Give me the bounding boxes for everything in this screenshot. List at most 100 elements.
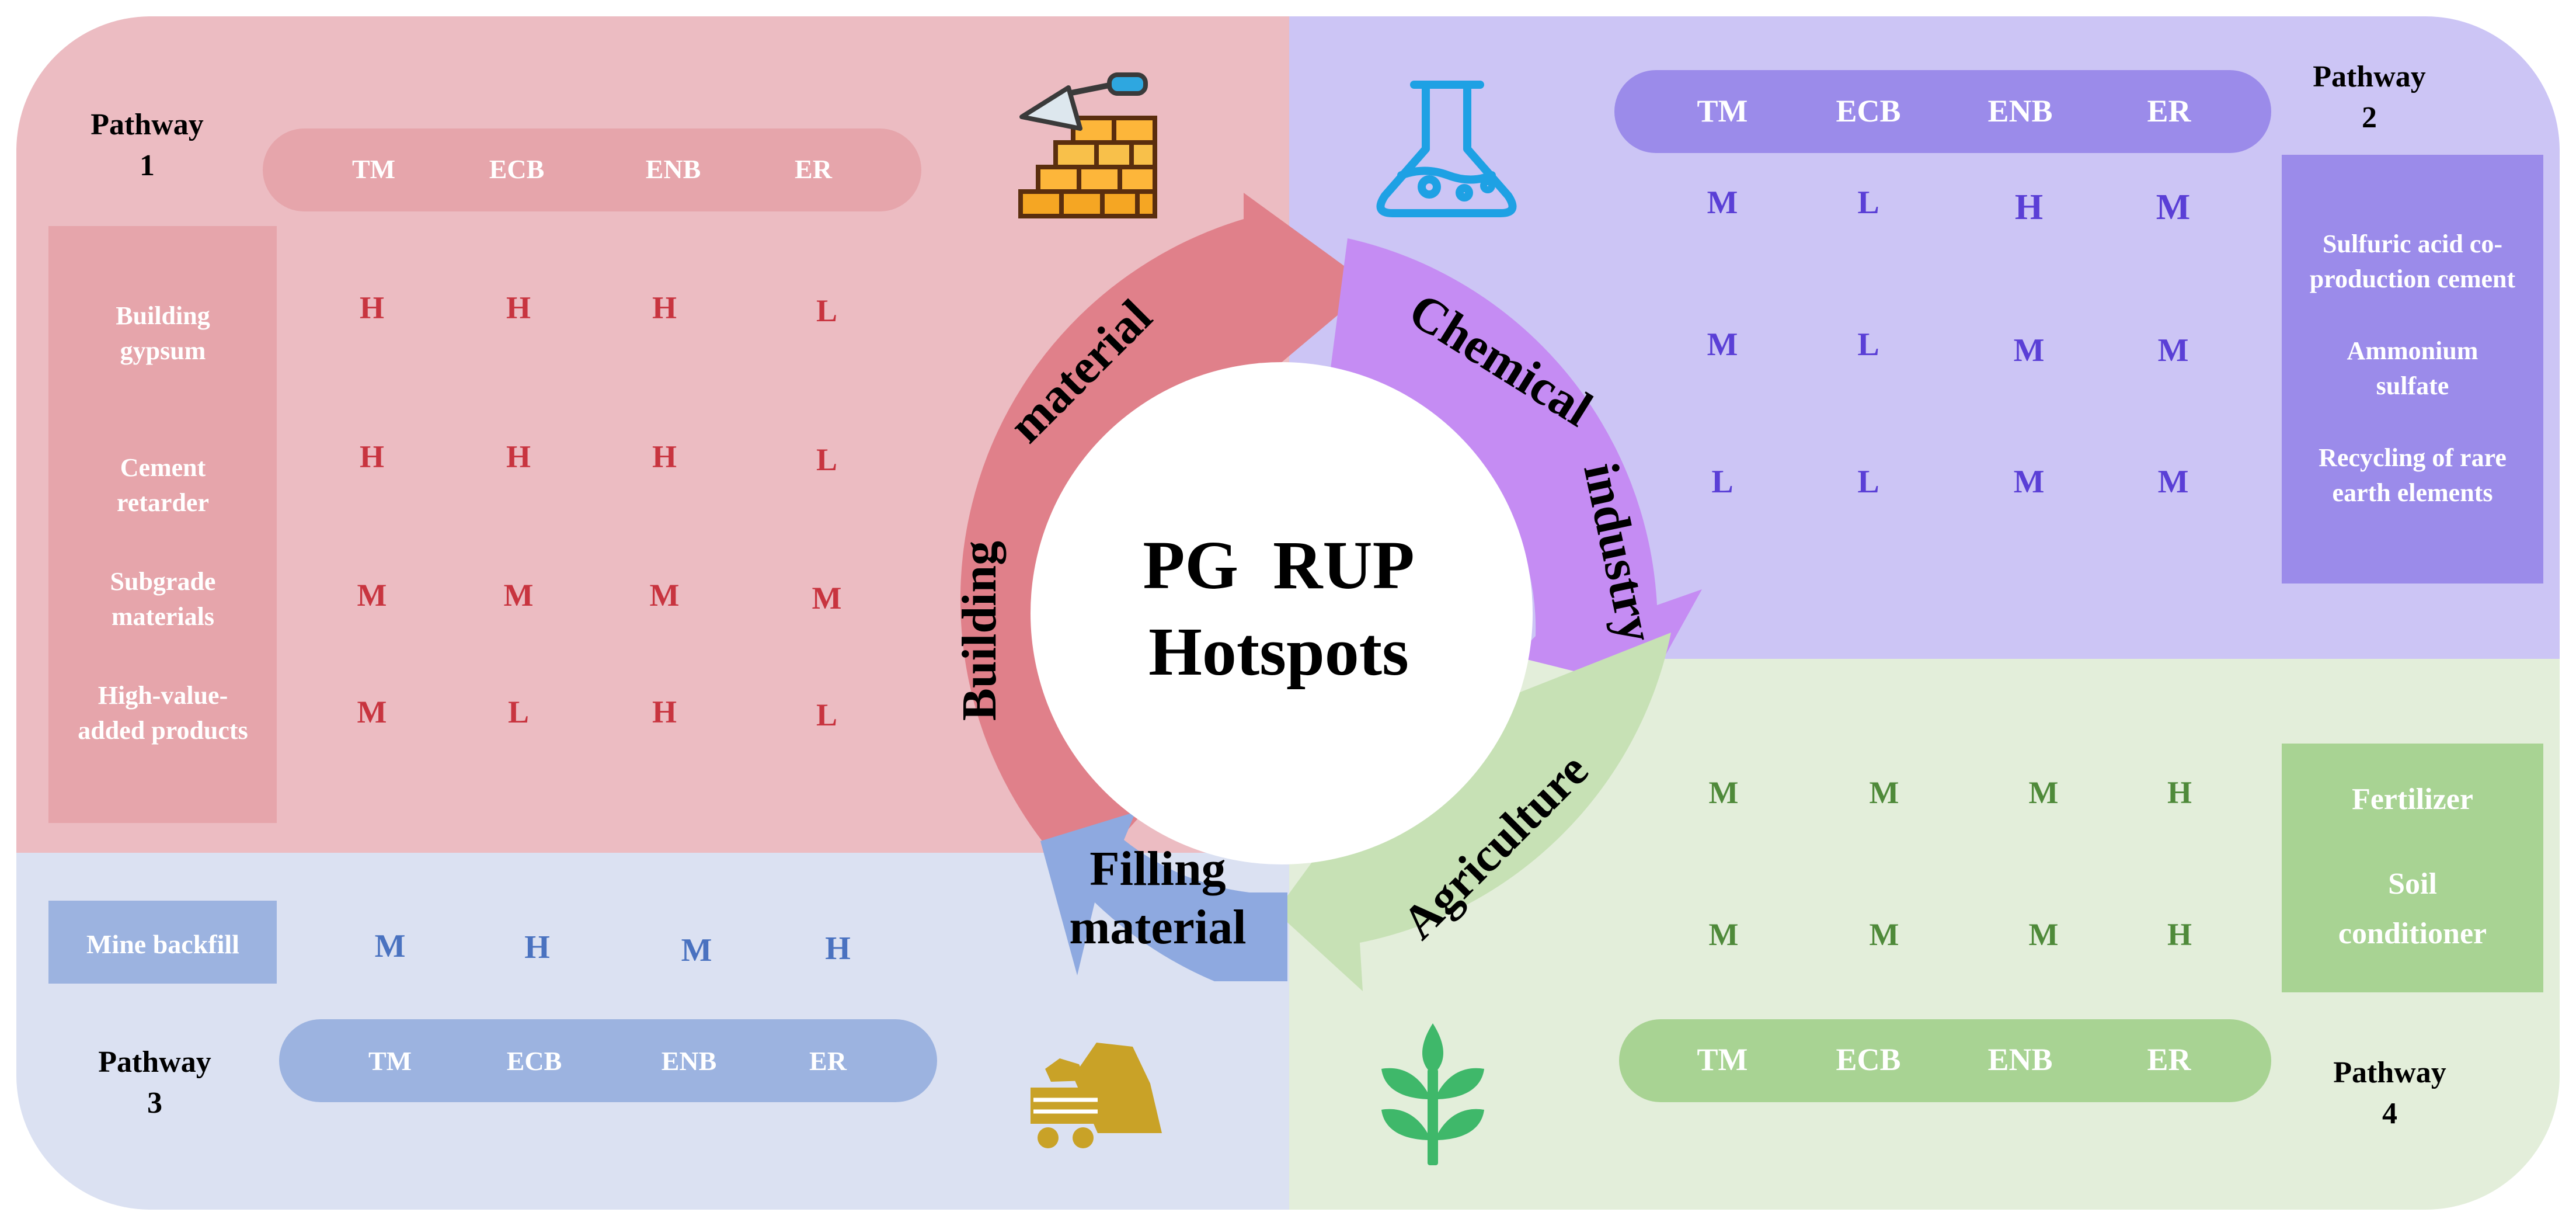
center-circle	[1031, 362, 1533, 864]
pathway-1-panel: Pathway 1 TM ECB ENB ER Building gypsum …	[48, 72, 1157, 823]
arrow-filling-material	[1040, 812, 1287, 981]
p4-metric-er: ER	[2147, 1042, 2191, 1077]
p1-r3-enb: M	[650, 578, 680, 613]
mining-cart-icon	[1031, 1043, 1162, 1148]
p3-r1-ecb: H	[524, 929, 550, 965]
label-filling-material: material	[1069, 900, 1246, 954]
p3-metric-er: ER	[809, 1046, 847, 1076]
pathway-2-panel: Pathway 2 TM ECB ENB ER Sulfuric acid co…	[1376, 60, 2543, 584]
pathway-4-label-line1: Pathway	[2333, 1056, 2446, 1089]
p4-item-2-line1: Soil	[2388, 867, 2437, 901]
plant-icon	[1381, 1023, 1484, 1165]
p1-r2-tm: H	[360, 439, 384, 474]
p4-r2-ecb: M	[1870, 917, 1899, 952]
p1-item-4-line2: added products	[78, 716, 248, 745]
p1-r4-enb: H	[652, 694, 677, 730]
label-building: Building	[952, 541, 1007, 721]
p2-r2-ecb: L	[1857, 327, 1879, 363]
p2-r2-enb: M	[2014, 332, 2045, 369]
p1-r2-enb: H	[652, 439, 677, 474]
p2-r1-er: M	[2156, 187, 2191, 227]
center-title-line1: PG RUP	[1143, 527, 1414, 603]
pathway-3-label-line2: 3	[147, 1086, 162, 1120]
center-title-line2: Hotspots	[1148, 613, 1409, 690]
p4-item-1: Fertilizer	[2352, 783, 2473, 816]
p4-metric-ecb: ECB	[1836, 1042, 1900, 1077]
p2-item-3-line2: earth elements	[2333, 478, 2493, 507]
pathway-4-metric-bar	[1619, 1019, 2271, 1102]
p2-r3-tm: L	[1711, 464, 1733, 500]
p2-r1-enb: H	[2015, 187, 2043, 227]
p2-item-2-line2: sulfate	[2376, 371, 2449, 400]
p3-r1-enb: M	[681, 932, 712, 968]
p3-metric-ecb: ECB	[507, 1046, 562, 1076]
p1-metric-ecb: ECB	[489, 154, 545, 184]
p2-r2-tm: M	[1707, 327, 1738, 363]
p4-r2-er: H	[2167, 917, 2192, 952]
p2-item-1-line2: production cement	[2310, 265, 2516, 293]
pathway-3-metric-bar	[279, 1019, 937, 1102]
p4-item-2-line2: conditioner	[2338, 917, 2487, 950]
p3-r1-er: H	[825, 930, 851, 967]
flask-icon	[1376, 81, 1517, 217]
arrow-agriculture	[1276, 633, 1671, 991]
pathway-4-items-box	[2282, 744, 2543, 992]
pathway-3-label-line1: Pathway	[98, 1046, 211, 1079]
p2-item-2-line1: Ammonium	[2347, 336, 2478, 365]
p2-r1-tm: M	[1707, 185, 1738, 221]
p1-item-4-line1: High-value-	[98, 681, 228, 710]
p1-metric-er: ER	[795, 154, 833, 184]
p1-r3-ecb: M	[504, 578, 534, 613]
p1-item-2-line2: retarder	[117, 488, 209, 517]
p1-item-2-line1: Cement	[120, 453, 206, 482]
p1-item-3-line1: Subgrade	[110, 567, 216, 596]
pathway-1-label-line2: 1	[140, 149, 155, 182]
p1-r2-ecb: H	[506, 439, 531, 474]
p2-item-3-line1: Recycling of rare	[2319, 443, 2507, 472]
p4-metric-tm: TM	[1697, 1042, 1748, 1077]
p3-item-1: Mine backfill	[86, 929, 239, 959]
p2-item-1-line1: Sulfuric acid co-	[2323, 230, 2502, 258]
pathway-2-label-line2: 2	[2362, 101, 2377, 134]
p1-r1-enb: H	[652, 290, 677, 325]
p3-metric-tm: TM	[368, 1046, 412, 1076]
label-filling: Filling	[1089, 842, 1226, 896]
p3-r1-tm: M	[375, 928, 406, 964]
pathway-1-items-box	[48, 226, 277, 823]
pathway-3-item-box	[48, 901, 277, 984]
p1-r3-tm: M	[357, 578, 387, 613]
p4-r2-enb: M	[2029, 917, 2059, 952]
p1-r1-tm: H	[360, 290, 384, 325]
p2-r3-enb: M	[2014, 464, 2045, 500]
p1-r1-ecb: H	[506, 290, 531, 325]
pathway-1-metric-bar	[263, 128, 921, 211]
p1-item-3-line2: materials	[112, 602, 214, 631]
p1-r3-er: M	[812, 581, 842, 616]
p4-r1-er: H	[2167, 775, 2192, 810]
p2-metric-ecb: ECB	[1836, 93, 1900, 128]
p1-r1-er: L	[816, 293, 837, 328]
p1-metric-enb: ENB	[646, 154, 701, 184]
p1-metric-tm: TM	[352, 154, 395, 184]
p2-r3-ecb: L	[1857, 464, 1879, 500]
p1-r4-tm: M	[357, 694, 387, 730]
p3-metric-enb: ENB	[662, 1046, 717, 1076]
p1-r4-ecb: L	[508, 694, 529, 730]
p1-item-1-line1: Building	[116, 301, 210, 330]
pathway-3-panel: Mine backfill M H M H Pathway 3 TM ECB E…	[48, 901, 1162, 1148]
p2-metric-enb: ENB	[1987, 93, 2052, 128]
p1-item-1-line2: gypsum	[120, 336, 206, 365]
p4-r1-enb: M	[2029, 775, 2059, 810]
pathway-1-label-line1: Pathway	[90, 108, 204, 141]
p4-r2-tm: M	[1709, 917, 1739, 952]
p4-metric-enb: ENB	[1987, 1042, 2052, 1077]
p4-r1-tm: M	[1709, 775, 1739, 810]
pathway-2-metric-bar	[1614, 70, 2271, 153]
pathway-4-panel: Fertilizer Soil conditioner M M M H M M …	[1381, 744, 2543, 1165]
p4-r1-ecb: M	[1870, 775, 1899, 810]
pathway-4-label-line2: 4	[2382, 1097, 2397, 1130]
p2-r2-er: M	[2158, 332, 2189, 369]
p2-metric-tm: TM	[1697, 93, 1748, 128]
p2-metric-er: ER	[2147, 93, 2191, 128]
